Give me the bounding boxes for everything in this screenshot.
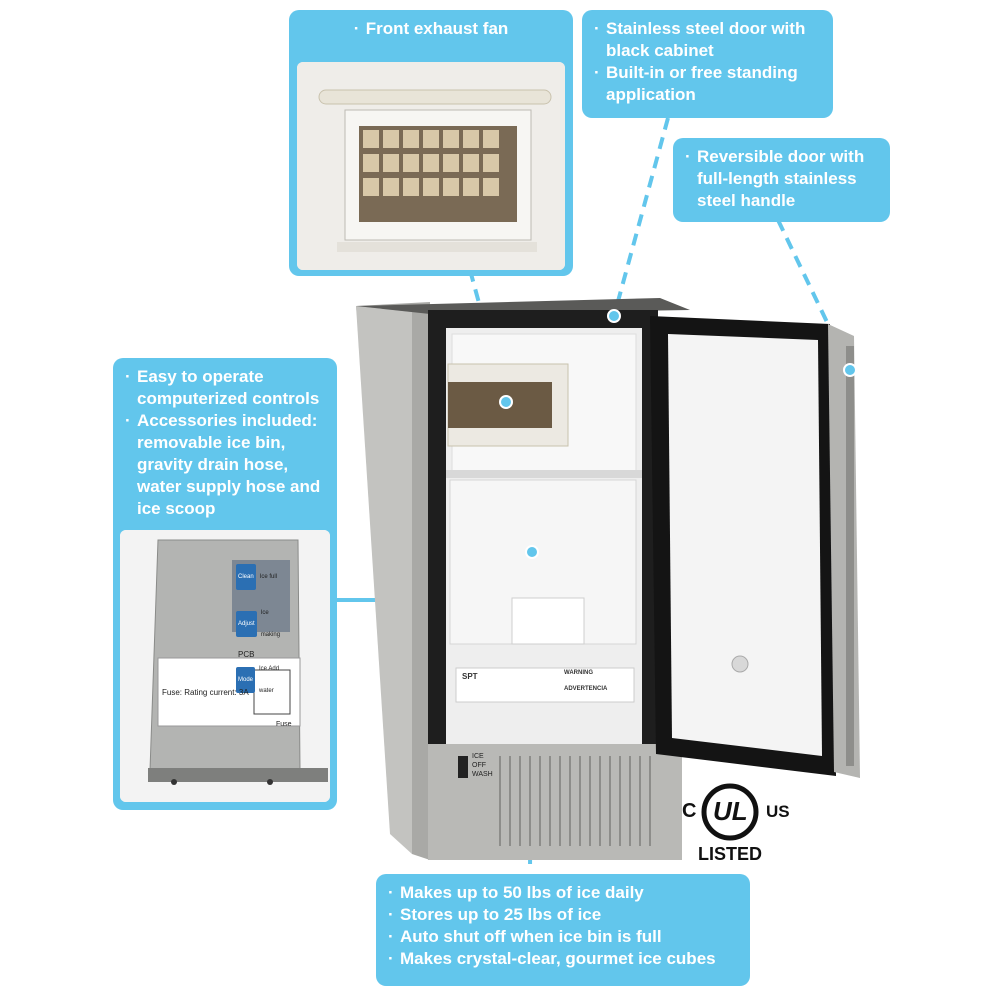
callout-text: Auto shut off when ice bin is full <box>388 926 738 948</box>
callout-text: Front exhaust fan <box>354 18 509 40</box>
anchor-dot-door <box>607 309 621 323</box>
clean-button[interactable]: Clean <box>236 564 256 590</box>
fuse-label: Fuse <box>276 721 292 728</box>
callout-text: Makes crystal-clear, gourmet ice cubes <box>388 948 738 970</box>
ul-listed-logo: C UL US LISTED <box>678 770 798 870</box>
control-panel-photo: Clean Ice full Adjust Ice making Mode Ic… <box>120 530 330 802</box>
anchor-dot-handle <box>843 363 857 377</box>
add-water-indicator: Ice Add water <box>259 666 280 694</box>
advertencia-label: ADVERTENCIA <box>564 686 608 692</box>
switch-label-wash: WASH <box>472 771 493 778</box>
ul-us-mark: US <box>766 802 790 821</box>
ice-full-indicator: Ice full <box>259 574 278 580</box>
switch-label-off: OFF <box>472 762 486 769</box>
exhaust-fan-photo <box>297 62 565 270</box>
callout-controls-accessories: Easy to operate computerized controls Ac… <box>113 358 337 810</box>
ice-making-indicator: Ice making <box>260 610 281 638</box>
callout-text: Easy to operate computerized controls <box>125 366 325 410</box>
callout-ice-features: Makes up to 50 lbs of ice daily Stores u… <box>376 874 750 986</box>
ul-c-mark: C <box>682 800 697 822</box>
callout-text: Accessories included: removable ice bin,… <box>125 410 325 520</box>
callout-door-cabinet: Stainless steel door with black cabinet … <box>582 10 833 118</box>
adjust-button[interactable]: Adjust <box>236 611 257 637</box>
warning-label: WARNING <box>564 670 593 676</box>
ice-maker-photo: ICE OFF WASH SPT WARNING ADVERTENCIA <box>350 294 870 864</box>
mode-button[interactable]: Mode <box>236 667 256 693</box>
power-switch-labels: ICE OFF WASH <box>472 752 493 779</box>
anchor-dot-fan <box>499 395 513 409</box>
callout-text: Stores up to 25 lbs of ice <box>388 904 738 926</box>
fuse-rating-label: Fuse: Rating current: 3A <box>162 688 249 697</box>
control-buttons: Clean Ice full Adjust Ice making Mode Ic… <box>236 564 288 702</box>
pcb-label: PCB <box>238 650 255 659</box>
brand-label: SPT <box>462 672 478 681</box>
callout-text: Makes up to 50 lbs of ice daily <box>388 882 738 904</box>
callout-text: Reversible door with full-length stainle… <box>685 146 878 212</box>
callout-text: Stainless steel door with black cabinet <box>594 18 821 62</box>
ul-mark: UL <box>713 796 748 826</box>
anchor-dot-bin <box>525 545 539 559</box>
switch-label-ice: ICE <box>472 753 484 760</box>
callout-text: Built-in or free standing application <box>594 62 821 106</box>
ul-listed-label: LISTED <box>698 844 763 864</box>
callout-reversible-door: Reversible door with full-length stainle… <box>673 138 890 222</box>
callout-front-exhaust-fan: Front exhaust fan <box>289 10 573 276</box>
